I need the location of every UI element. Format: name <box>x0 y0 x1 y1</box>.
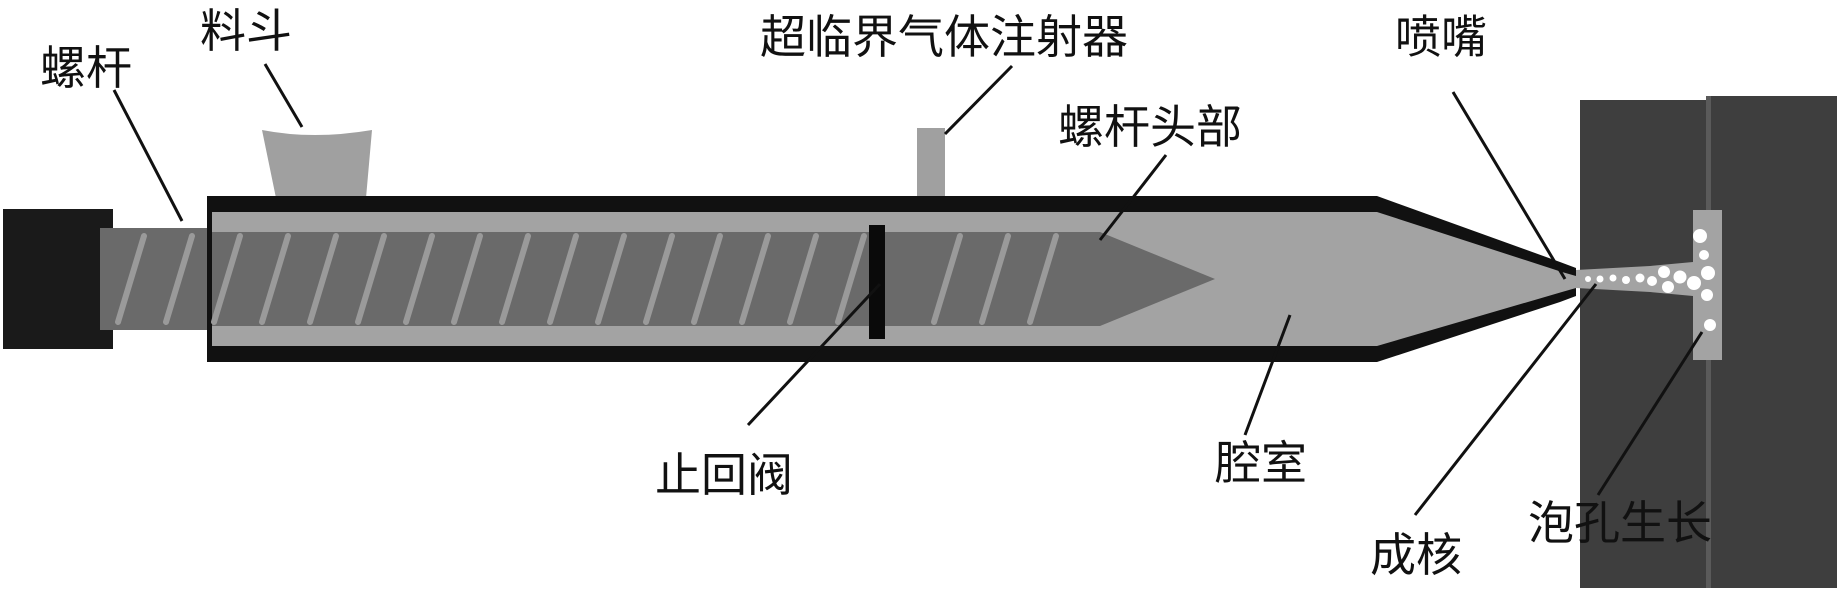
scf-injector <box>917 128 945 200</box>
screw-flight <box>451 233 483 325</box>
mold-left-half <box>1580 100 1707 588</box>
screw-flight <box>979 233 1011 325</box>
bubble <box>1647 276 1657 286</box>
label-chamber: 腔室 <box>1215 436 1307 490</box>
bubble <box>1596 275 1604 283</box>
foam-bubbles <box>1585 229 1716 331</box>
leader-hopper <box>263 63 304 128</box>
label-scf-injector: 超临界气体注射器 <box>760 10 1128 64</box>
screw-flight <box>211 233 243 325</box>
screw-flight <box>499 233 531 325</box>
mold-right-half <box>1710 96 1837 588</box>
leader-check-valve <box>746 282 882 427</box>
screw-flight <box>643 233 675 325</box>
screw-flight <box>835 233 867 325</box>
screw-flight <box>1027 233 1059 325</box>
leader-scf-injector <box>943 64 1014 136</box>
leader-screw <box>112 89 184 222</box>
hopper <box>262 130 372 198</box>
screw-flight <box>307 233 339 325</box>
bubble <box>1701 266 1715 280</box>
screw-flight <box>787 233 819 325</box>
leader-screw-tip <box>1098 154 1168 241</box>
leader-cell-growth <box>1596 331 1704 496</box>
bubble <box>1704 319 1716 331</box>
screw-shaft-exposed <box>100 228 210 330</box>
bubble <box>1687 276 1701 290</box>
bubble <box>1673 270 1687 284</box>
screw-flight <box>355 233 387 325</box>
bubble <box>1622 276 1630 284</box>
bubble <box>1635 273 1645 283</box>
leader-nucleation <box>1413 283 1598 516</box>
bubble <box>1662 281 1674 293</box>
screw-flight <box>403 233 435 325</box>
bubble <box>1699 250 1709 260</box>
leader-nozzle <box>1451 91 1567 280</box>
screw-flight <box>691 233 723 325</box>
label-nucleation: 成核 <box>1370 528 1462 582</box>
screw-flight <box>259 233 291 325</box>
screw-flight <box>115 233 147 325</box>
label-cell-growth: 泡孔生长 <box>1528 496 1712 550</box>
leader-lines <box>112 63 1704 516</box>
label-hopper: 料斗 <box>200 4 292 58</box>
screw-flights <box>115 233 1059 325</box>
label-check-valve: 止回阀 <box>655 448 793 502</box>
label-screw: 螺杆 <box>40 41 132 95</box>
screw-flight <box>547 233 579 325</box>
bubble <box>1701 289 1713 301</box>
bubble <box>1693 229 1707 243</box>
label-nozzle: 喷嘴 <box>1395 10 1487 64</box>
check-valve-ring <box>869 225 885 339</box>
bubble <box>1658 266 1670 278</box>
bubble <box>1609 274 1617 282</box>
bubble <box>1585 276 1591 282</box>
drive-block <box>3 209 113 349</box>
label-screw-tip: 螺杆头部 <box>1058 100 1242 154</box>
leader-chamber <box>1243 314 1292 436</box>
screw-flight <box>163 233 195 325</box>
screw-flight <box>739 233 771 325</box>
screw-flight <box>931 233 963 325</box>
screw-flight <box>595 233 627 325</box>
